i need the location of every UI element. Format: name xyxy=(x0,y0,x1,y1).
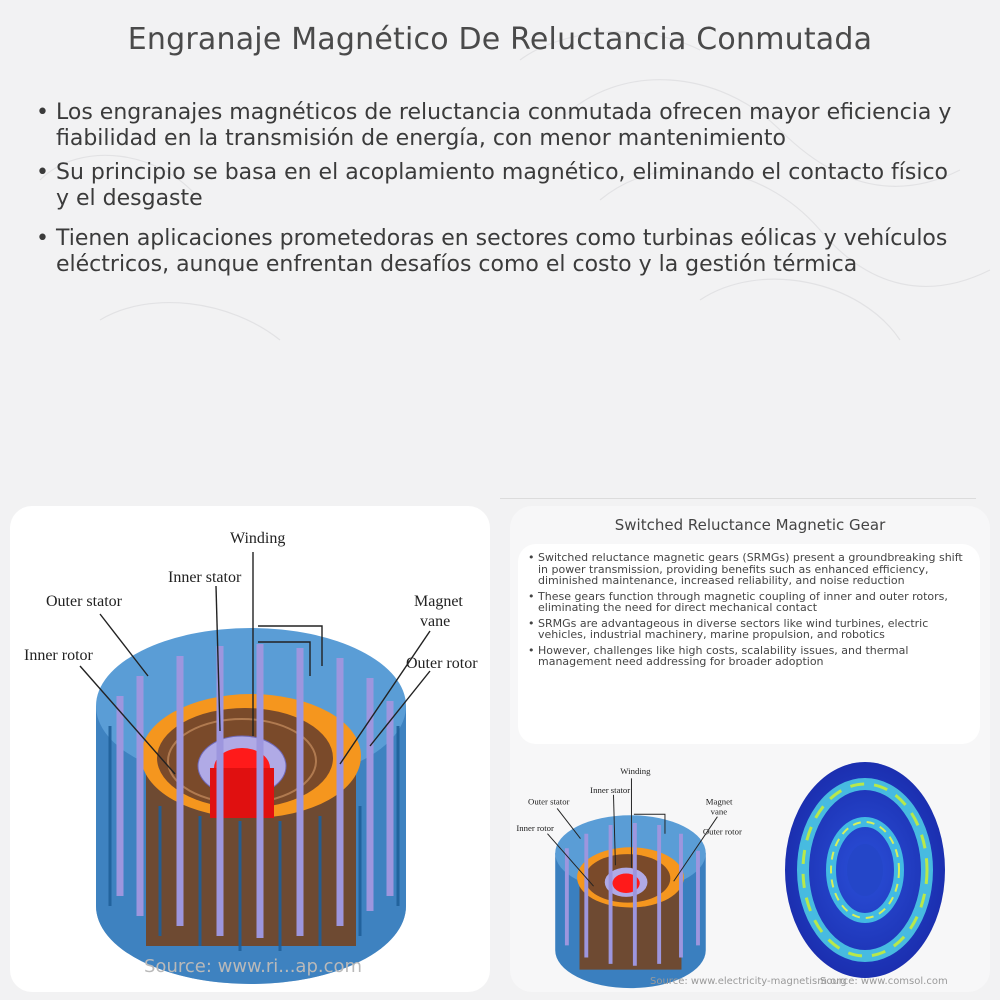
bullet-text: Los engranajes magnéticos de reluctancia… xyxy=(56,100,952,151)
gear-diagram: Winding Inner stator Outer stator Magnet… xyxy=(24,530,478,984)
divider xyxy=(500,498,976,499)
label-outer-rotor: Outer rotor xyxy=(406,655,478,672)
label-inner-rotor: Inner rotor xyxy=(24,647,94,664)
thumbnail-bullet: •These gears function through magnetic c… xyxy=(528,589,974,614)
bullet-dot: • xyxy=(36,160,49,185)
bullet-dot: • xyxy=(528,616,535,630)
bullet-dot: • xyxy=(528,551,535,564)
thumbnail-bullet: •SRMGs are advantageous in diverse secto… xyxy=(528,616,974,641)
outer-stator-vanes xyxy=(116,644,394,938)
thumbnail-bullet-text: These gears function through magnetic co… xyxy=(538,589,948,614)
label-magnet: Magnet xyxy=(414,593,463,610)
background-sketch xyxy=(39,31,991,341)
thumbnail-bullet: •However, challenges like high costs, sc… xyxy=(528,643,974,668)
thumbnail-label-outer-stator: Outer stator xyxy=(528,797,570,807)
label-outer-stator: Outer stator xyxy=(46,593,123,610)
thumbnail-gear-diagram: Winding Inner stator Outer stator Magnet… xyxy=(516,766,742,989)
diagram-source: Source: www.ri...ap.com xyxy=(144,956,363,977)
thumbnail-title: Switched Reluctance Magnetic Gear xyxy=(614,516,886,534)
thumbnail-label-inner-rotor: Inner rotor xyxy=(516,823,554,833)
bullet-item: • Tienen aplicaciones prometedoras en sec… xyxy=(36,226,966,278)
thumbnail-label-vane: vane xyxy=(711,806,728,816)
thumbnail-text-box: •Switched reluctance magnetic gears (SRM… xyxy=(518,544,980,744)
bullet-item: • Su principio se basa en el acoplamiento… xyxy=(36,160,966,212)
page-title: Engranaje Magnético De Reluctancia Conmu… xyxy=(127,22,873,57)
bullet-dot: • xyxy=(36,226,49,251)
bullet-dot: • xyxy=(36,100,49,125)
thumbnail-source-2: Source: www.comsol.com xyxy=(820,976,948,987)
bullet-item: • Los engranajes magnéticos de reluctanci… xyxy=(36,100,966,152)
bullet-dot: • xyxy=(528,643,535,657)
diagram-card: Winding Inner stator Outer stator Magnet… xyxy=(10,506,490,992)
bullet-dot: • xyxy=(528,589,535,603)
leader-lines xyxy=(79,552,431,775)
label-vane: vane xyxy=(420,613,450,630)
bullet-text: Tienen aplicaciones prometedoras en sect… xyxy=(56,226,948,277)
bullet-list: • Los engranajes magnéticos de reluctanci… xyxy=(36,100,966,286)
field-simulation-image xyxy=(785,762,945,978)
bullet-text: Su principio se basa en el acoplamiento … xyxy=(56,160,949,211)
thumbnail-card: Switched Reluctance Magnetic Gear •Switc… xyxy=(510,506,990,992)
thumbnail-label-magnet: Magnet xyxy=(706,797,733,807)
thumbnail-bullet-list: •Switched reluctance magnetic gears (SRM… xyxy=(528,552,974,672)
thumbnail-label-winding: Winding xyxy=(620,766,651,776)
thumbnail-bullet-text: Switched reluctance magnetic gears (SRMG… xyxy=(538,551,963,587)
thumbnail-bullet-text: SRMGs are advantageous in diverse sector… xyxy=(538,616,929,641)
thumbnail-label-outer-rotor: Outer rotor xyxy=(703,827,742,837)
label-winding: Winding xyxy=(230,530,285,547)
thumbnail-label-inner-stator: Inner stator xyxy=(590,785,630,795)
label-inner-stator: Inner stator xyxy=(168,569,242,586)
thumbnail-bullet: •Switched reluctance magnetic gears (SRM… xyxy=(528,552,974,587)
thumbnail-bullet-text: However, challenges like high costs, sca… xyxy=(538,643,909,668)
thumbnail-source: Source: www.electricity-magnetism.org xyxy=(650,976,847,987)
